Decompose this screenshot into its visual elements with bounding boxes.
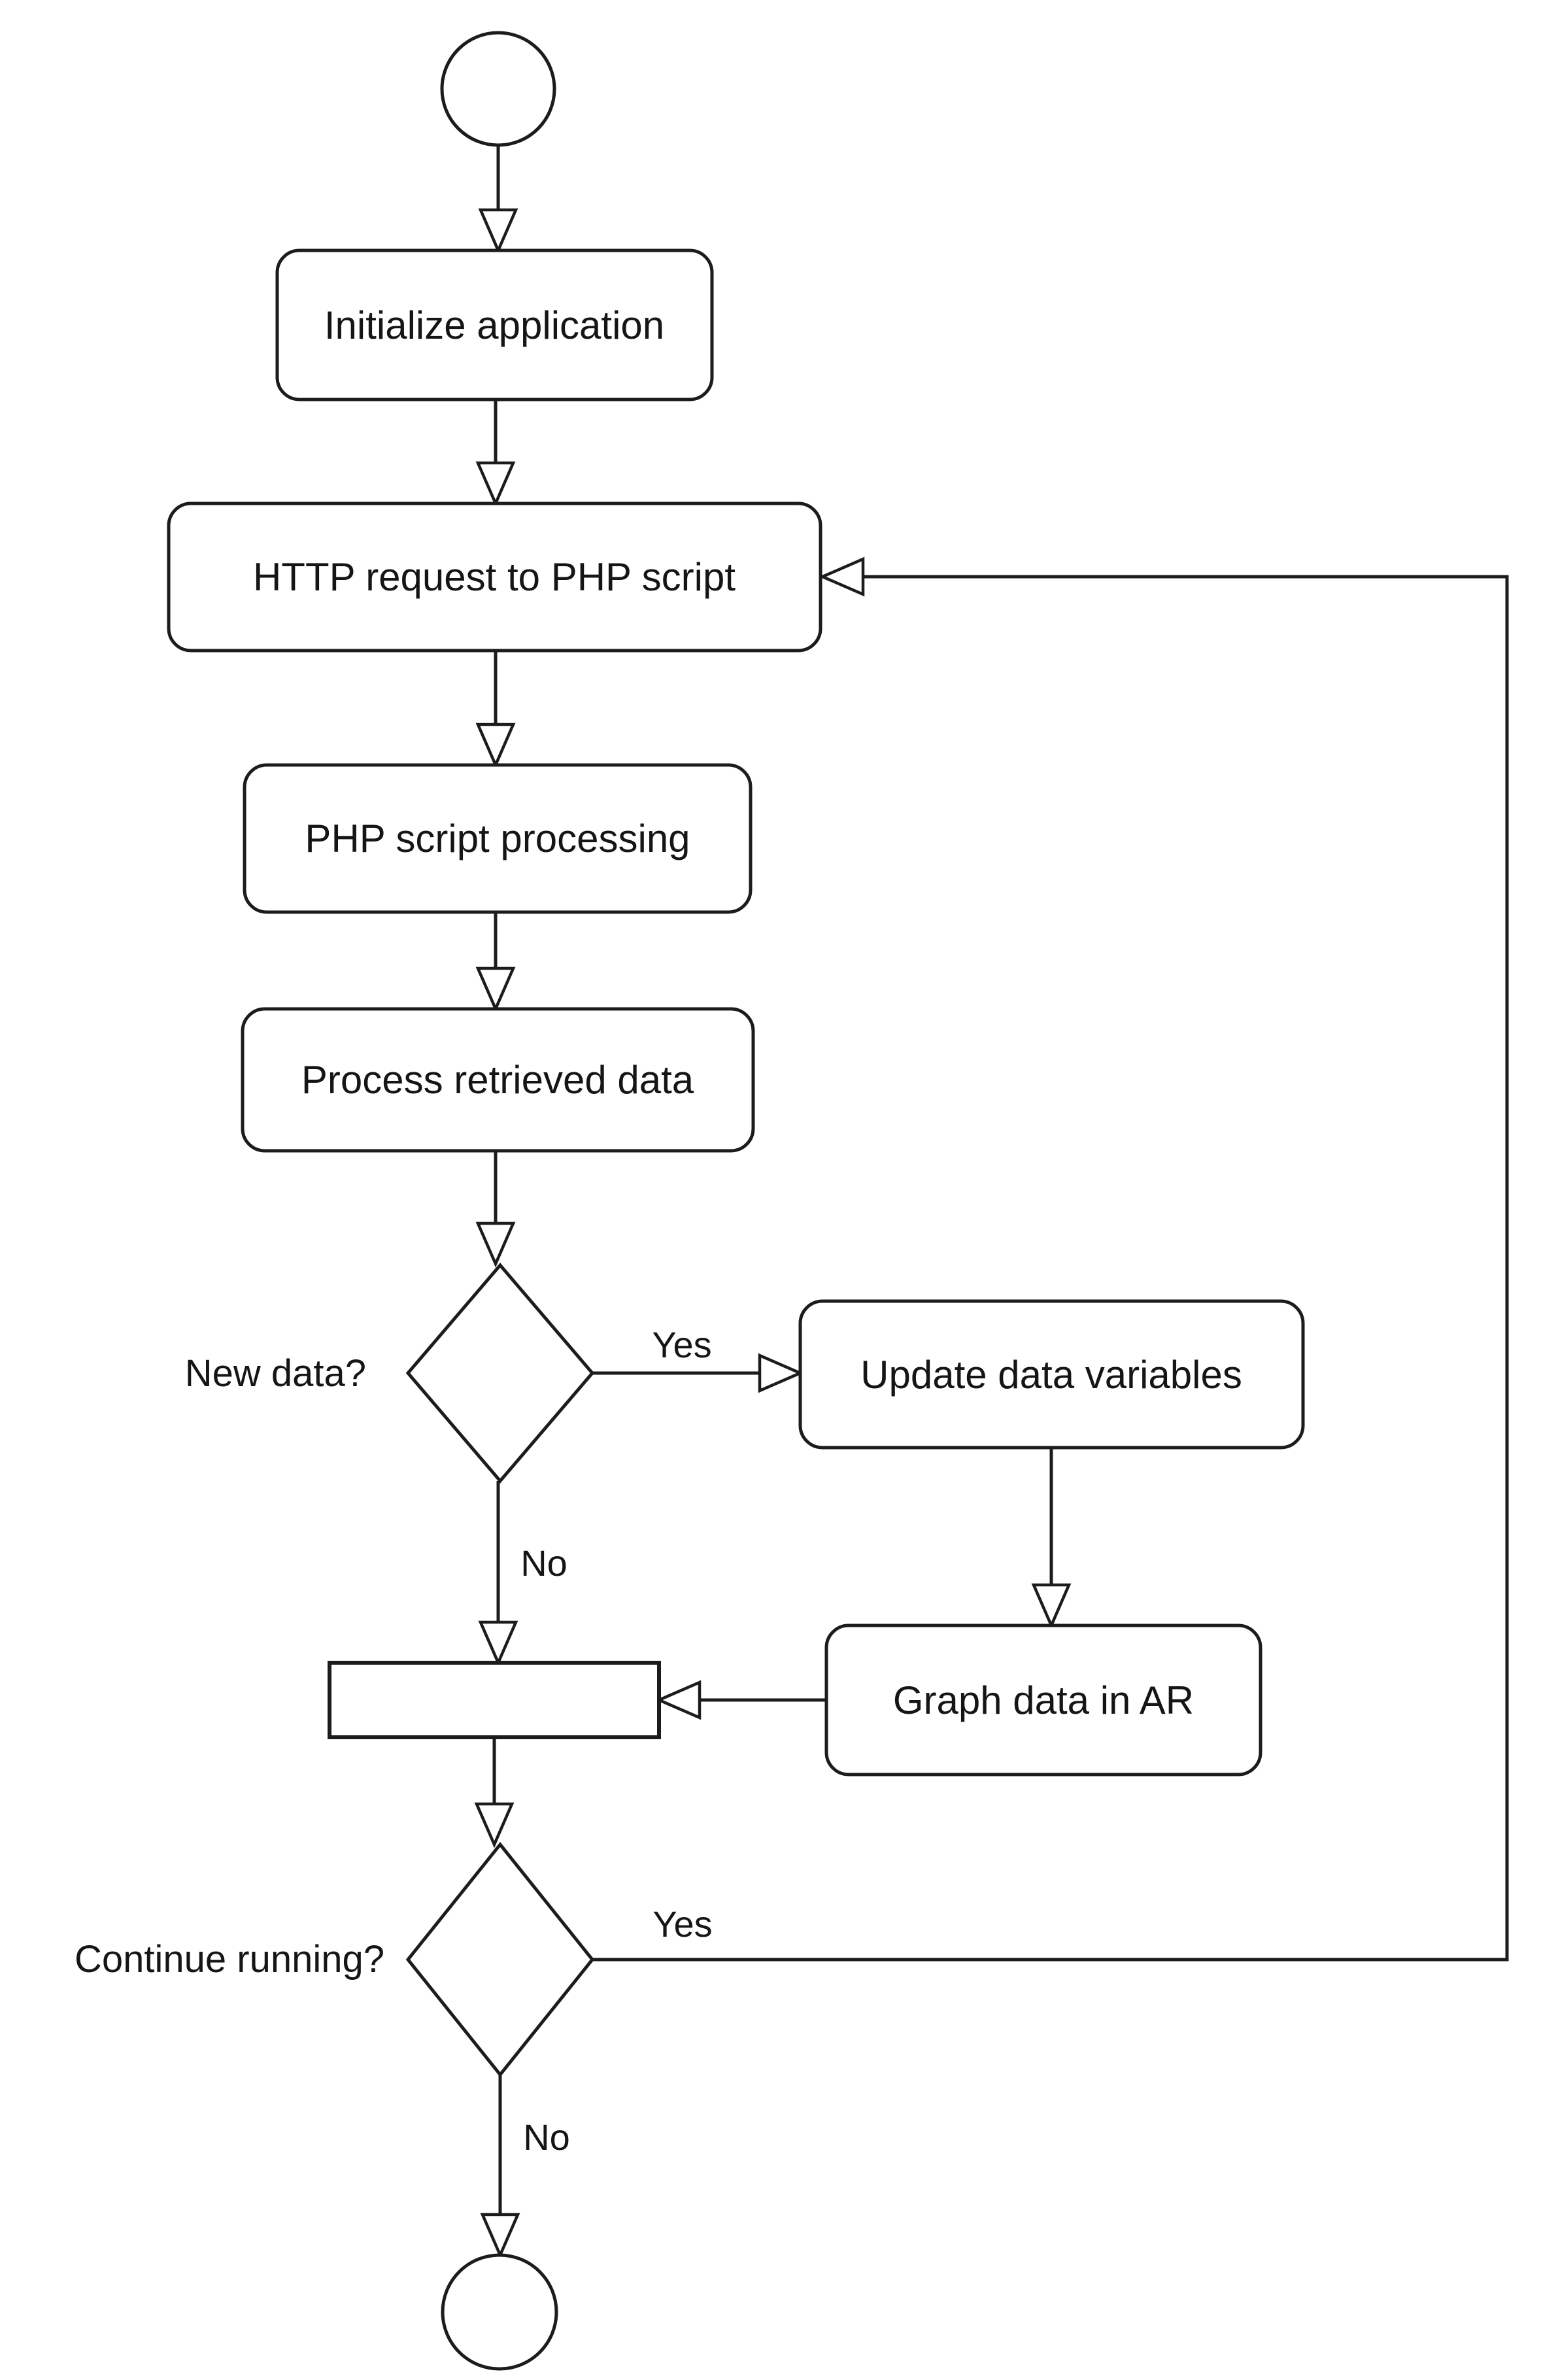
node-new-data-decision: New data? — [185, 1263, 595, 1484]
yes-label: Yes — [652, 1324, 711, 1365]
node-process-retrieved: Process retrieved data — [241, 1007, 755, 1153]
edge-http-to-php — [475, 651, 516, 769]
arrowhead-down-icon — [475, 1221, 516, 1268]
no-label: No — [520, 1542, 567, 1584]
merge-rect — [328, 1661, 661, 1739]
yes-label: Yes — [652, 1903, 712, 1945]
edge-loop-line — [592, 575, 1509, 1962]
node-http-request: HTTP request to PHP script — [167, 502, 822, 653]
arrowhead-down-icon — [480, 2213, 520, 2259]
arrowhead-left-icon — [655, 1680, 702, 1720]
edge-continue-yes-loop: Yes — [592, 556, 1509, 1962]
node-merge — [328, 1661, 661, 1739]
update-variables-label: Update data variables — [860, 1353, 1242, 1397]
end-circle — [441, 2253, 558, 2371]
initialize-label: Initialize application — [324, 303, 664, 347]
arrowhead-down-icon — [478, 208, 518, 254]
node-graph-ar: Graph data in AR — [824, 1624, 1262, 1776]
arrowhead-down-icon — [475, 461, 516, 507]
arrowhead-down-icon — [1031, 1583, 1072, 1629]
process-retrieved-box — [241, 1007, 755, 1153]
no-label: No — [523, 2116, 570, 2158]
continue-label: Continue running? — [75, 1938, 384, 1980]
start-circle — [440, 31, 556, 147]
node-update-variables: Update data variables — [798, 1299, 1305, 1450]
http-request-label: HTTP request to PHP script — [253, 555, 736, 599]
edge-graph-to-merge — [655, 1680, 826, 1720]
graph-ar-label: Graph data in AR — [893, 1678, 1194, 1722]
edge-merge-to-continue — [474, 1737, 515, 1848]
edge-start-to-initialize — [478, 145, 518, 254]
arrowhead-down-icon — [475, 722, 516, 769]
edge-process-to-newdata — [475, 1151, 516, 1268]
arrowhead-right-icon — [758, 1353, 804, 1393]
edge-continue-no-to-end: No — [480, 2075, 570, 2259]
node-php-processing: PHP script processing — [243, 763, 753, 914]
new-data-label: New data? — [185, 1352, 366, 1395]
arrowhead-down-icon — [475, 966, 516, 1013]
edge-initialize-to-http — [475, 400, 516, 507]
edge-php-to-process — [475, 912, 516, 1013]
end-node — [441, 2253, 558, 2371]
continue-diamond — [405, 1842, 595, 2077]
edge-update-to-graph — [1031, 1448, 1072, 1629]
new-data-diamond — [405, 1263, 595, 1484]
arrowhead-down-icon — [478, 1620, 518, 1667]
start-node — [440, 31, 556, 147]
php-processing-label: PHP script processing — [305, 817, 690, 860]
arrowhead-left-icon — [819, 556, 865, 597]
node-continue-decision: Continue running? — [75, 1842, 595, 2077]
edge-newdata-no-to-merge: No — [478, 1481, 567, 1667]
process-retrieved-label: Process retrieved data — [301, 1058, 694, 1102]
node-initialize: Initialize application — [275, 248, 714, 401]
edge-newdata-yes-to-update: Yes — [592, 1324, 804, 1393]
php-processing-box — [243, 763, 753, 914]
arrowhead-down-icon — [474, 1802, 515, 1848]
